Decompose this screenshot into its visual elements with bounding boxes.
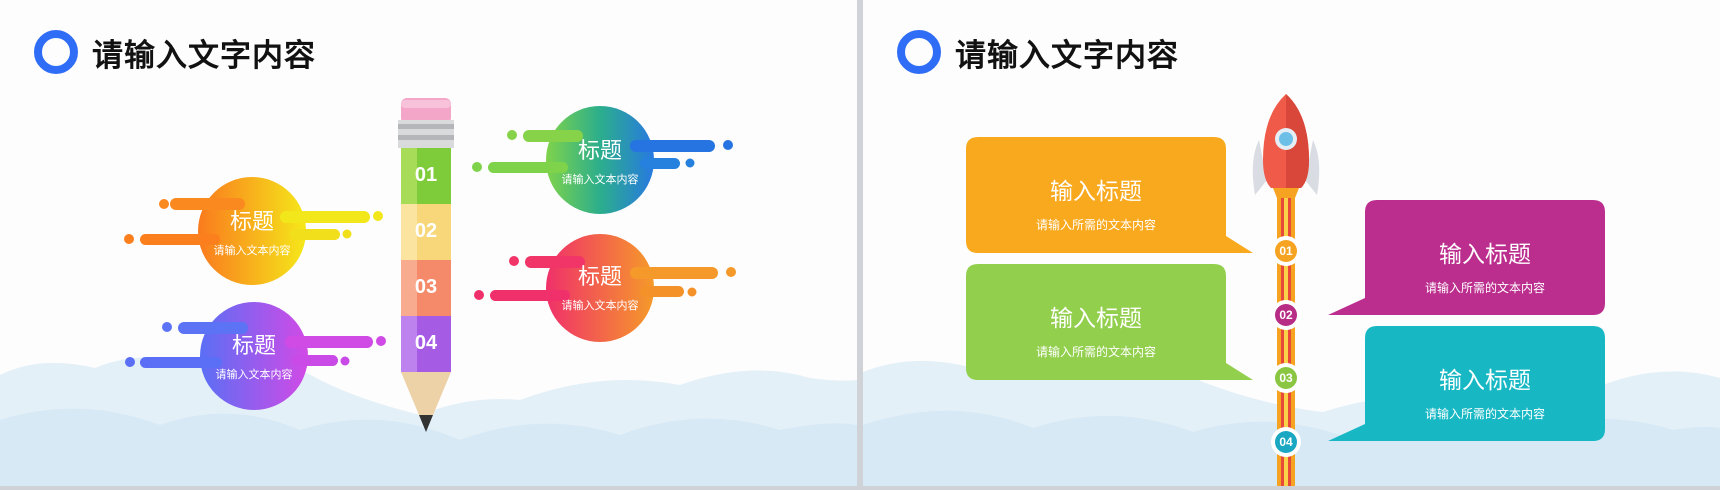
timeline-node-3-label: 03 bbox=[1275, 367, 1297, 389]
header-ring-icon bbox=[897, 30, 941, 74]
timeline-node-2: 02 bbox=[1271, 300, 1301, 330]
timeline-node-2-label: 02 bbox=[1275, 304, 1297, 326]
box-1-subtitle: 请输入所需的文本内容 bbox=[1035, 218, 1156, 232]
bubble-1: 标题 请输入文本内容 bbox=[198, 204, 306, 258]
box-3: 输入标题 请输入所需的文本内容 bbox=[1365, 200, 1605, 296]
page-title: 请输入文字内容 bbox=[92, 38, 316, 74]
pencil-segment-2: 02 bbox=[414, 220, 438, 242]
box-4: 输入标题 请输入所需的文本内容 bbox=[1365, 326, 1605, 422]
bubble-1-subtitle: 请输入文本内容 bbox=[213, 245, 291, 257]
box-shapes bbox=[966, 137, 1605, 441]
slide-left: 请输入文字内容 bbox=[0, 0, 857, 486]
box-1-title: 输入标题 bbox=[1050, 178, 1142, 204]
page-title: 请输入文字内容 bbox=[955, 38, 1179, 74]
bubble-4: 标题 请输入文本内容 bbox=[546, 259, 654, 313]
pencil-segment-1: 01 bbox=[414, 164, 438, 186]
bubble-2: 标题 请输入文本内容 bbox=[200, 328, 308, 382]
header-ring-icon bbox=[34, 30, 78, 74]
bubble-1-title: 标题 bbox=[229, 209, 274, 234]
box-3-title: 输入标题 bbox=[1439, 241, 1531, 267]
box-4-subtitle: 请输入所需的文本内容 bbox=[1424, 407, 1545, 421]
pencil-infographic bbox=[124, 98, 736, 432]
pencil-segment-3: 03 bbox=[414, 276, 438, 298]
box-4-title: 输入标题 bbox=[1439, 367, 1531, 393]
rocket-timeline bbox=[966, 94, 1605, 486]
bubble-3: 标题 请输入文本内容 bbox=[546, 133, 654, 187]
timeline-node-3: 03 bbox=[1271, 363, 1301, 393]
bubble-4-subtitle: 请输入文本内容 bbox=[561, 300, 639, 312]
rocket-icon bbox=[1252, 94, 1320, 198]
bubble-3-shape bbox=[472, 106, 733, 214]
box-2-title: 输入标题 bbox=[1050, 305, 1142, 331]
bubble-1-shape bbox=[124, 177, 383, 285]
bubble-4-shape bbox=[474, 234, 736, 342]
bubble-3-subtitle: 请输入文本内容 bbox=[561, 174, 639, 186]
bubble-2-subtitle: 请输入文本内容 bbox=[215, 369, 293, 381]
timeline-node-4-label: 04 bbox=[1275, 431, 1297, 453]
box-3-subtitle: 请输入所需的文本内容 bbox=[1424, 281, 1545, 295]
bubble-2-shape bbox=[125, 302, 386, 410]
box-1: 输入标题 请输入所需的文本内容 bbox=[966, 137, 1226, 233]
bubble-2-title: 标题 bbox=[231, 333, 276, 358]
slide-right: 请输入文字内容 输入标题 请输入所需的文本内容 输入标题 请输入所需的文本内容 bbox=[863, 0, 1720, 486]
pencil-shape bbox=[398, 98, 454, 432]
timeline-node-4: 04 bbox=[1271, 427, 1301, 457]
pencil-segment-4: 04 bbox=[414, 332, 438, 354]
box-2: 输入标题 请输入所需的文本内容 bbox=[966, 264, 1226, 360]
bubble-4-title: 标题 bbox=[577, 264, 622, 289]
timeline-node-1: 01 bbox=[1271, 236, 1301, 266]
box-2-subtitle: 请输入所需的文本内容 bbox=[1035, 345, 1156, 359]
timeline-node-1-label: 01 bbox=[1275, 240, 1297, 262]
bubble-3-title: 标题 bbox=[577, 138, 622, 163]
